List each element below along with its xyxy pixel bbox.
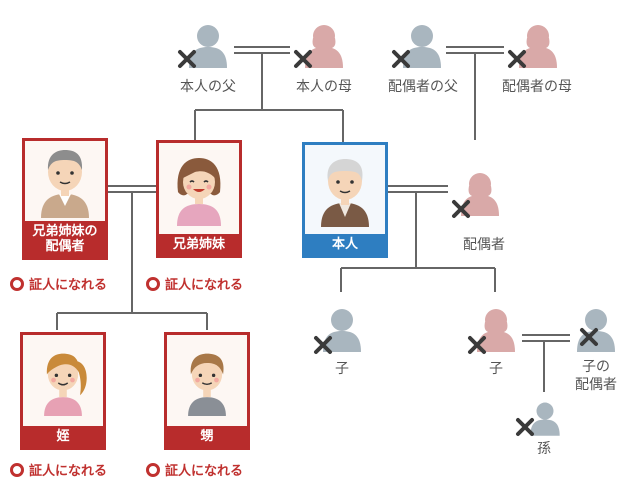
- witness-label: 証人になれる: [29, 464, 108, 479]
- cross-icon: [392, 50, 410, 68]
- nephew-portrait: [167, 335, 247, 426]
- spouse-label: 配偶者: [463, 237, 505, 253]
- sibling-caption: 兄弟姉妹: [159, 234, 239, 255]
- circle-icon: [10, 462, 24, 477]
- sibling-spouse-caption-line1: 兄弟姉妹の: [32, 224, 98, 239]
- sibling-card: 兄弟姉妹: [156, 140, 242, 258]
- spouse-silhouette: [458, 170, 502, 216]
- female-person-icon: [477, 309, 515, 352]
- female-person-icon: [519, 25, 557, 68]
- spouse-mother-label: 配偶者の母: [502, 79, 572, 95]
- niece-witness-note: 証人になれる: [10, 460, 107, 479]
- sibling-witness-note: 証人になれる: [146, 274, 243, 293]
- self-portrait: [305, 145, 385, 234]
- male-person-icon: [403, 25, 441, 68]
- cross-icon: [314, 336, 332, 354]
- niece-caption: 姪: [23, 426, 103, 447]
- cross-icon: [294, 50, 312, 68]
- sibling-spouse-portrait: [25, 141, 105, 221]
- elderly-man-portrait-icon: [321, 158, 369, 227]
- sibling-portrait: [159, 143, 239, 234]
- sibling-spouse-caption-line2: 配偶者: [45, 239, 85, 254]
- self-mother-label: 本人の母: [296, 79, 352, 95]
- sibling-spouse-witness-note: 証人になれる: [10, 274, 107, 293]
- self-father-silhouette: [186, 22, 230, 68]
- cross-icon: [178, 50, 196, 68]
- male-person-icon: [530, 402, 560, 436]
- cross-icon: [516, 418, 534, 436]
- child-2-label: 子: [489, 361, 503, 377]
- cross-icon: [580, 328, 598, 346]
- circle-icon: [146, 276, 160, 291]
- cross-icon: [508, 50, 526, 68]
- witness-label: 証人になれる: [165, 464, 244, 479]
- woman-portrait-icon: [177, 157, 221, 226]
- nephew-witness-note: 証人になれる: [146, 460, 243, 479]
- child-1-silhouette: [320, 306, 364, 352]
- nephew-caption: 甥: [167, 426, 247, 447]
- female-person-icon: [305, 25, 343, 68]
- boy-portrait-icon: [188, 353, 226, 416]
- circle-icon: [10, 276, 24, 291]
- female-person-icon: [461, 173, 499, 216]
- sibling-spouse-card: 兄弟姉妹の 配偶者: [22, 138, 108, 260]
- witness-label: 証人になれる: [29, 278, 108, 293]
- cross-icon: [468, 336, 486, 354]
- circle-icon: [146, 462, 160, 477]
- grandchild-label: 孫: [537, 441, 551, 457]
- man-portrait-icon: [41, 150, 89, 218]
- spouse-father-silhouette: [400, 22, 444, 68]
- girl-portrait-icon: [44, 353, 87, 416]
- spouse-mother-silhouette: [516, 22, 560, 68]
- spouse-father-label: 配偶者の父: [388, 79, 458, 95]
- cross-icon: [452, 200, 470, 218]
- child-spouse-label-line1: 子の: [582, 359, 610, 375]
- nephew-card: 甥: [164, 332, 250, 450]
- self-card: 本人: [302, 142, 388, 258]
- self-mother-silhouette: [302, 22, 346, 68]
- child-1-label: 子: [335, 361, 349, 377]
- niece-card: 姪: [20, 332, 106, 450]
- self-caption: 本人: [305, 234, 385, 255]
- niece-portrait: [23, 335, 103, 426]
- sibling-spouse-caption: 兄弟姉妹の 配偶者: [25, 221, 105, 257]
- child-2-silhouette: [474, 306, 518, 352]
- grandchild-silhouette: [528, 400, 562, 436]
- male-person-icon: [323, 309, 361, 352]
- self-father-label: 本人の父: [180, 79, 236, 95]
- witness-label: 証人になれる: [165, 278, 244, 293]
- male-person-icon: [189, 25, 227, 68]
- child-spouse-label-line2: 配偶者: [575, 377, 617, 393]
